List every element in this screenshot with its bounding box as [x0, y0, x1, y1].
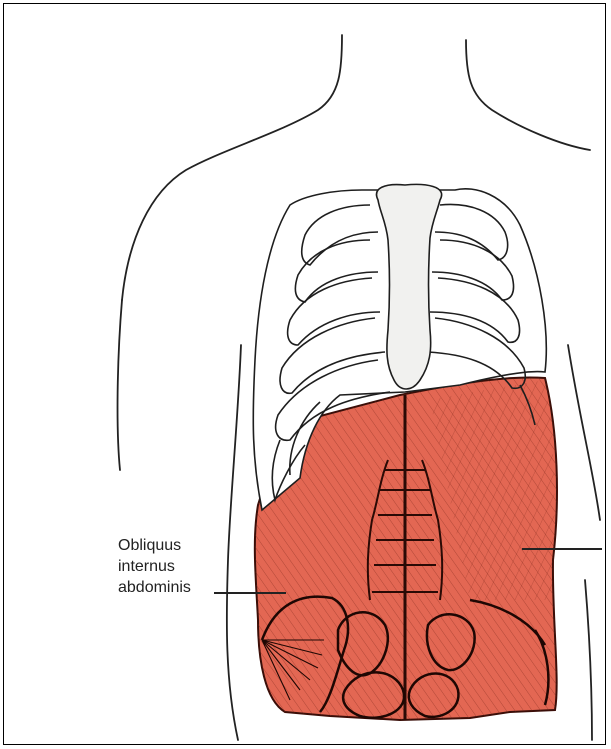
muscle-label-line2: internus — [118, 556, 191, 577]
muscle-label-line3: abdominis — [118, 577, 191, 598]
neck-right — [466, 40, 590, 150]
muscle-label: Obliquus internus abdominis — [118, 535, 191, 598]
leader-line-right — [522, 548, 602, 550]
waist-right — [585, 580, 592, 740]
torso-right — [568, 345, 600, 520]
leader-line-left — [214, 592, 286, 594]
torso-left — [227, 345, 241, 740]
arm-left — [118, 300, 122, 470]
muscle-label-line1: Obliquus — [118, 535, 191, 556]
